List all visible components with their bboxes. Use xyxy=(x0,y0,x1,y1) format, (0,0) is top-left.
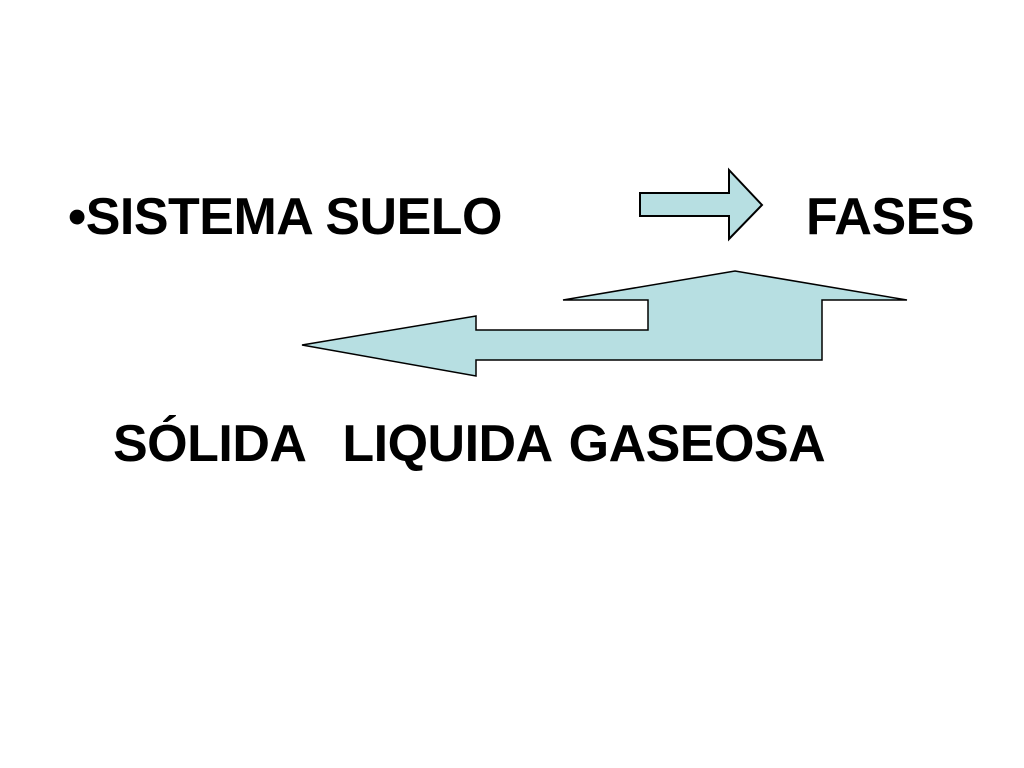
target-label: FASES xyxy=(806,188,975,246)
bullet-item: •SISTEMA SUELO xyxy=(68,188,503,246)
right-arrow xyxy=(639,167,764,242)
bent-up-left-arrow xyxy=(301,270,908,377)
phase-liquid: LIQUIDA xyxy=(342,415,551,473)
phase-solid: SÓLIDA xyxy=(113,415,307,473)
bullet-mark: • xyxy=(68,188,86,246)
subject-label: SISTEMA SUELO xyxy=(85,188,503,246)
phases-line: SÓLIDA LIQUIDA GASEOSA xyxy=(113,415,826,473)
phase-gas: GASEOSA xyxy=(568,415,826,473)
